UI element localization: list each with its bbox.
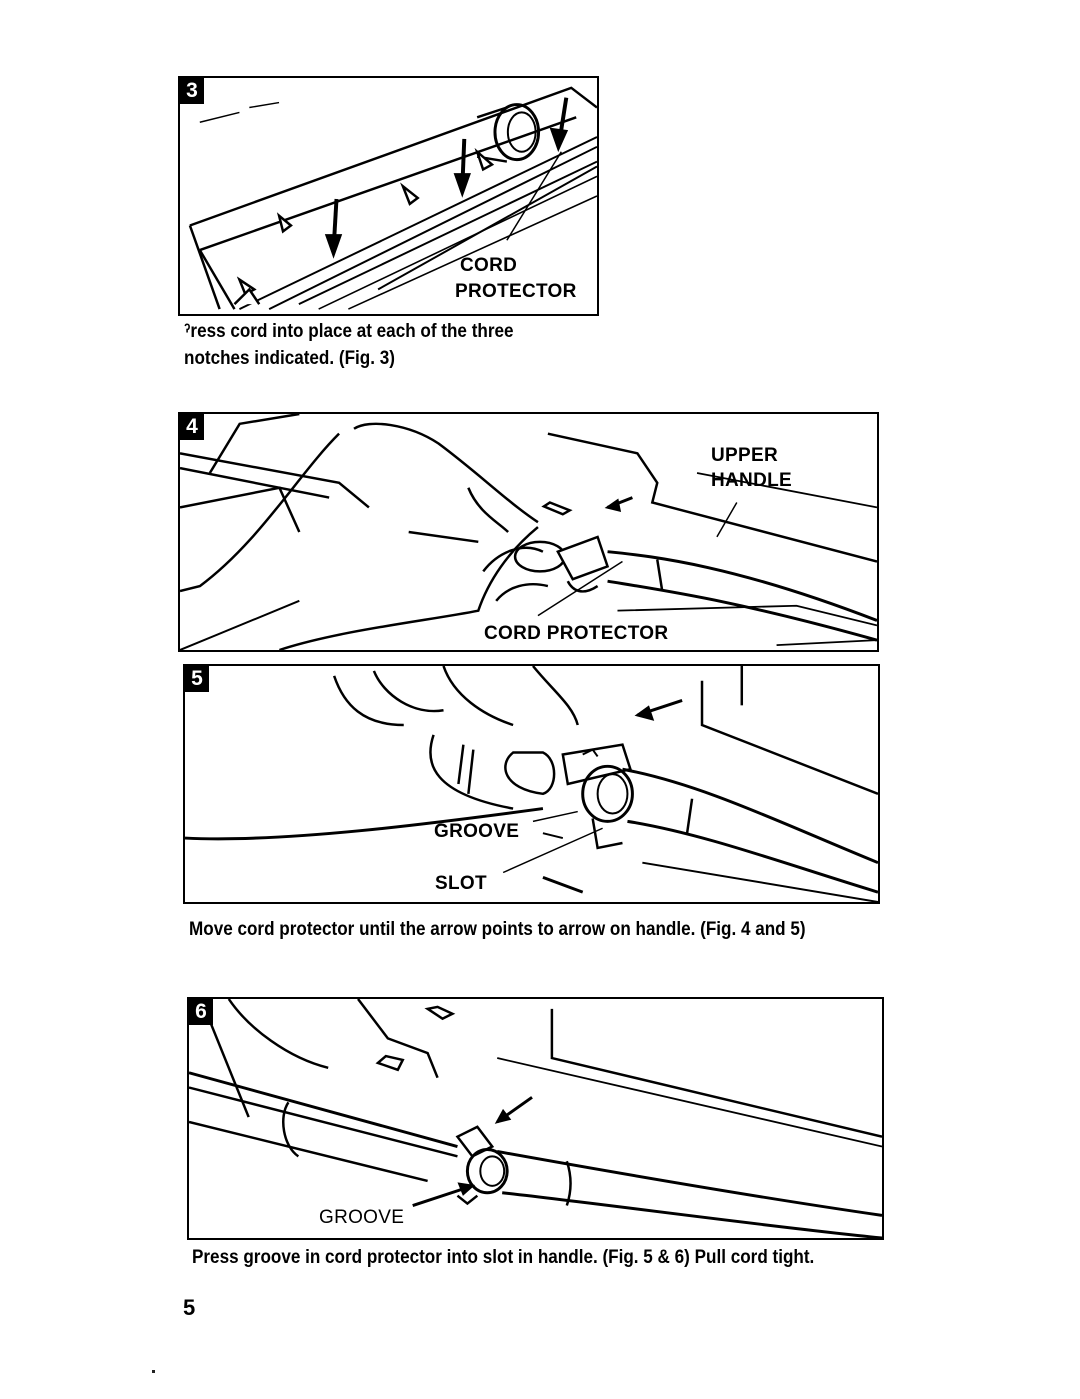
upper-handle-label-line1: UPPER xyxy=(711,445,778,466)
figure-3: 3 CORD PROTECTOR xyxy=(178,76,599,316)
cord-protector-label-line2: PROTECTOR xyxy=(455,281,577,302)
figure-3-number: 3 xyxy=(180,78,204,104)
figures-5-6-caption: Press groove in cord protector into slot… xyxy=(192,1247,815,1268)
figure-6: 6 GROOVE xyxy=(187,997,884,1240)
upper-handle-label-line2: HANDLE xyxy=(711,470,792,491)
scan-speck xyxy=(152,1370,155,1373)
cord-protector-label: CORD PROTECTOR xyxy=(484,623,669,644)
figure-3-caption-line2: notches indicated. (Fig. 3) xyxy=(184,348,395,369)
figure-5: 5 GROOVE SLOT xyxy=(183,664,880,904)
cord-protector-label-line1: CORD xyxy=(460,255,518,276)
figure-4-illustration xyxy=(180,414,877,650)
figure-4: 4 UPPER HANDLE CORD PROTECTOR xyxy=(178,412,879,652)
figure-5-number: 5 xyxy=(185,666,209,692)
groove-label: GROOVE xyxy=(319,1207,405,1228)
figure-3-caption-line1: ˀress cord into place at each of the thr… xyxy=(184,321,514,342)
figure-6-illustration xyxy=(189,999,882,1238)
figure-6-number: 6 xyxy=(189,999,213,1025)
groove-label: GROOVE xyxy=(434,821,520,842)
figures-4-5-caption: Move cord protector until the arrow poin… xyxy=(189,919,806,940)
page-number: 5 xyxy=(183,1295,196,1320)
figure-5-illustration xyxy=(185,666,878,902)
slot-label: SLOT xyxy=(435,873,487,894)
figure-3-illustration xyxy=(188,86,597,310)
figure-4-number: 4 xyxy=(180,414,204,440)
